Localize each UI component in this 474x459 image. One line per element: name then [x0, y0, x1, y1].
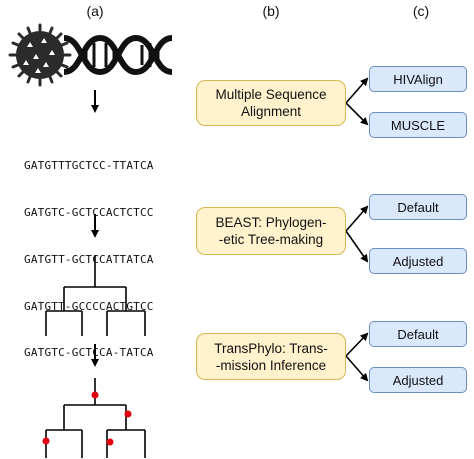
option-muscle: MUSCLE — [369, 112, 467, 138]
connector-step3-option1 — [345, 332, 369, 357]
connector-step3-option2 — [345, 355, 369, 382]
panel-label-a: (a) — [86, 3, 104, 19]
panel-label-b: (b) — [262, 3, 280, 19]
phylogenetic-tree-icon — [45, 255, 146, 336]
connector-step1-option1 — [345, 77, 369, 104]
transmission-event-marker — [106, 438, 114, 446]
option-beast-adjusted: Adjusted — [369, 248, 467, 274]
step-beast-tree-making: BEAST: Phylogen- -etic Tree-making — [196, 207, 346, 255]
transmission-event-marker — [42, 437, 50, 445]
virus-icon — [8, 23, 72, 87]
step-multiple-sequence-alignment: Multiple Sequence Alignment — [196, 80, 346, 126]
connector-step2-option1 — [345, 205, 369, 232]
transmission-tree-icon — [42, 378, 146, 458]
transmission-event-marker — [124, 410, 132, 418]
step-label-line: -mission Inference — [215, 357, 327, 373]
option-beast-default: Default — [369, 194, 467, 220]
step-label-line: BEAST: Phylogen- — [215, 215, 327, 230]
connector-step1-option2 — [345, 102, 369, 126]
connector-step2-option2 — [345, 230, 369, 263]
sequence-line: GATGTT-GCTCCATTATCA — [24, 252, 154, 266]
dna-helix-icon — [63, 34, 173, 76]
sequence-line: GATGTC-GCTCCACTCTCC — [24, 205, 154, 219]
step-transphylo-transmission-inference: TransPhylo: Trans- -mission Inference — [196, 333, 346, 380]
option-hivalign: HIVAlign — [369, 66, 467, 92]
sequence-line: GATGTTTGCTCC-TTATCA — [24, 159, 154, 173]
sequence-line: GATGTT-GCCCCACTGTCC — [24, 299, 154, 313]
step-label-line: TransPhylo: Trans- — [214, 340, 328, 356]
step-label-line: Multiple Sequence — [215, 87, 327, 102]
sequence-line: GATGTC-GCTCCA-TATCA — [24, 346, 154, 360]
transmission-event-marker — [91, 391, 99, 399]
step-label-line: -etic Tree-making — [218, 232, 324, 247]
option-transphylo-default: Default — [369, 321, 467, 347]
sequence-alignment: GATGTTTGCTCC-TTATCA GATGTC-GCTCCACTCTCC … — [24, 127, 154, 377]
panel-label-c: (c) — [412, 3, 430, 19]
option-transphylo-adjusted: Adjusted — [369, 367, 467, 393]
step-label-line: Alignment — [240, 104, 302, 119]
